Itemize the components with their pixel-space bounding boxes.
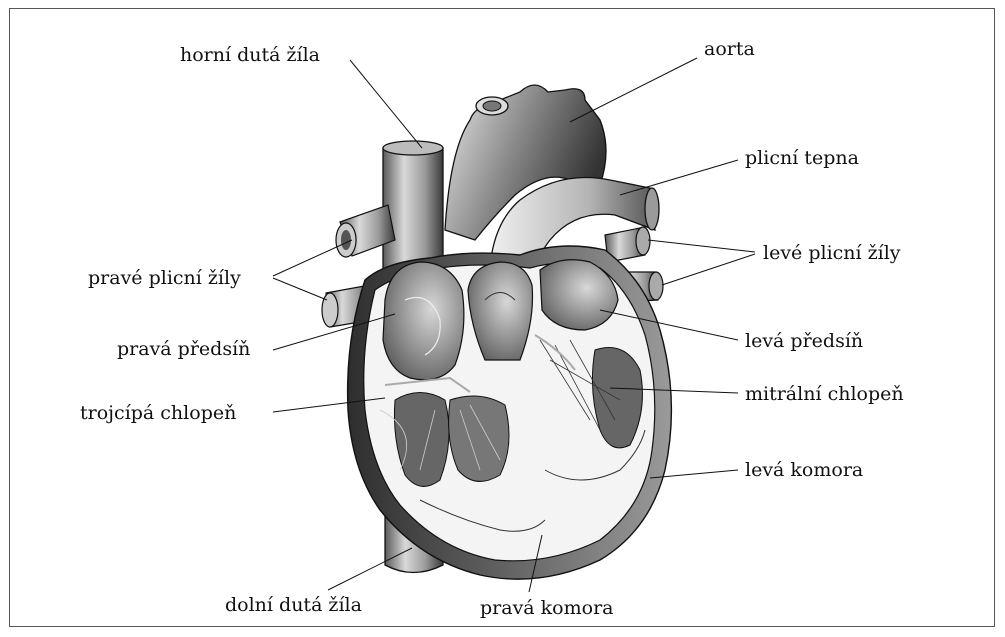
label-inferior-vena-cava: dolní dutá žíla [225,594,362,616]
leader-right-pulmonary-veins-upper [273,240,352,276]
label-tricuspid-valve: trojcípá chlopeň [80,402,236,424]
label-left-pulmonary-veins: levé plicní žíly [763,242,901,264]
leader-superior-vena-cava [350,60,422,148]
label-right-ventricle: pravá komora [480,597,614,619]
right-atrium [383,262,464,380]
label-right-pulmonary-veins: pravé plicní žíly [88,267,241,289]
leader-aorta [570,58,697,122]
leader-pulmonary-artery [620,160,738,195]
label-aorta: aorta [704,38,755,60]
leader-right-pulmonary-veins-lower [273,278,327,300]
label-right-atrium: pravá předsíň [117,338,250,360]
leader-left-pulmonary-veins-upper [648,240,755,252]
label-left-atrium: levá předsíň [745,330,863,352]
label-mitral-valve: mitrální chlopeň [745,383,904,405]
label-superior-vena-cava: horní dutá žíla [180,44,320,66]
label-pulmonary-artery: plicní tepna [745,147,859,169]
leader-left-pulmonary-veins-lower [662,254,755,285]
label-left-ventricle: levá komora [745,459,863,481]
